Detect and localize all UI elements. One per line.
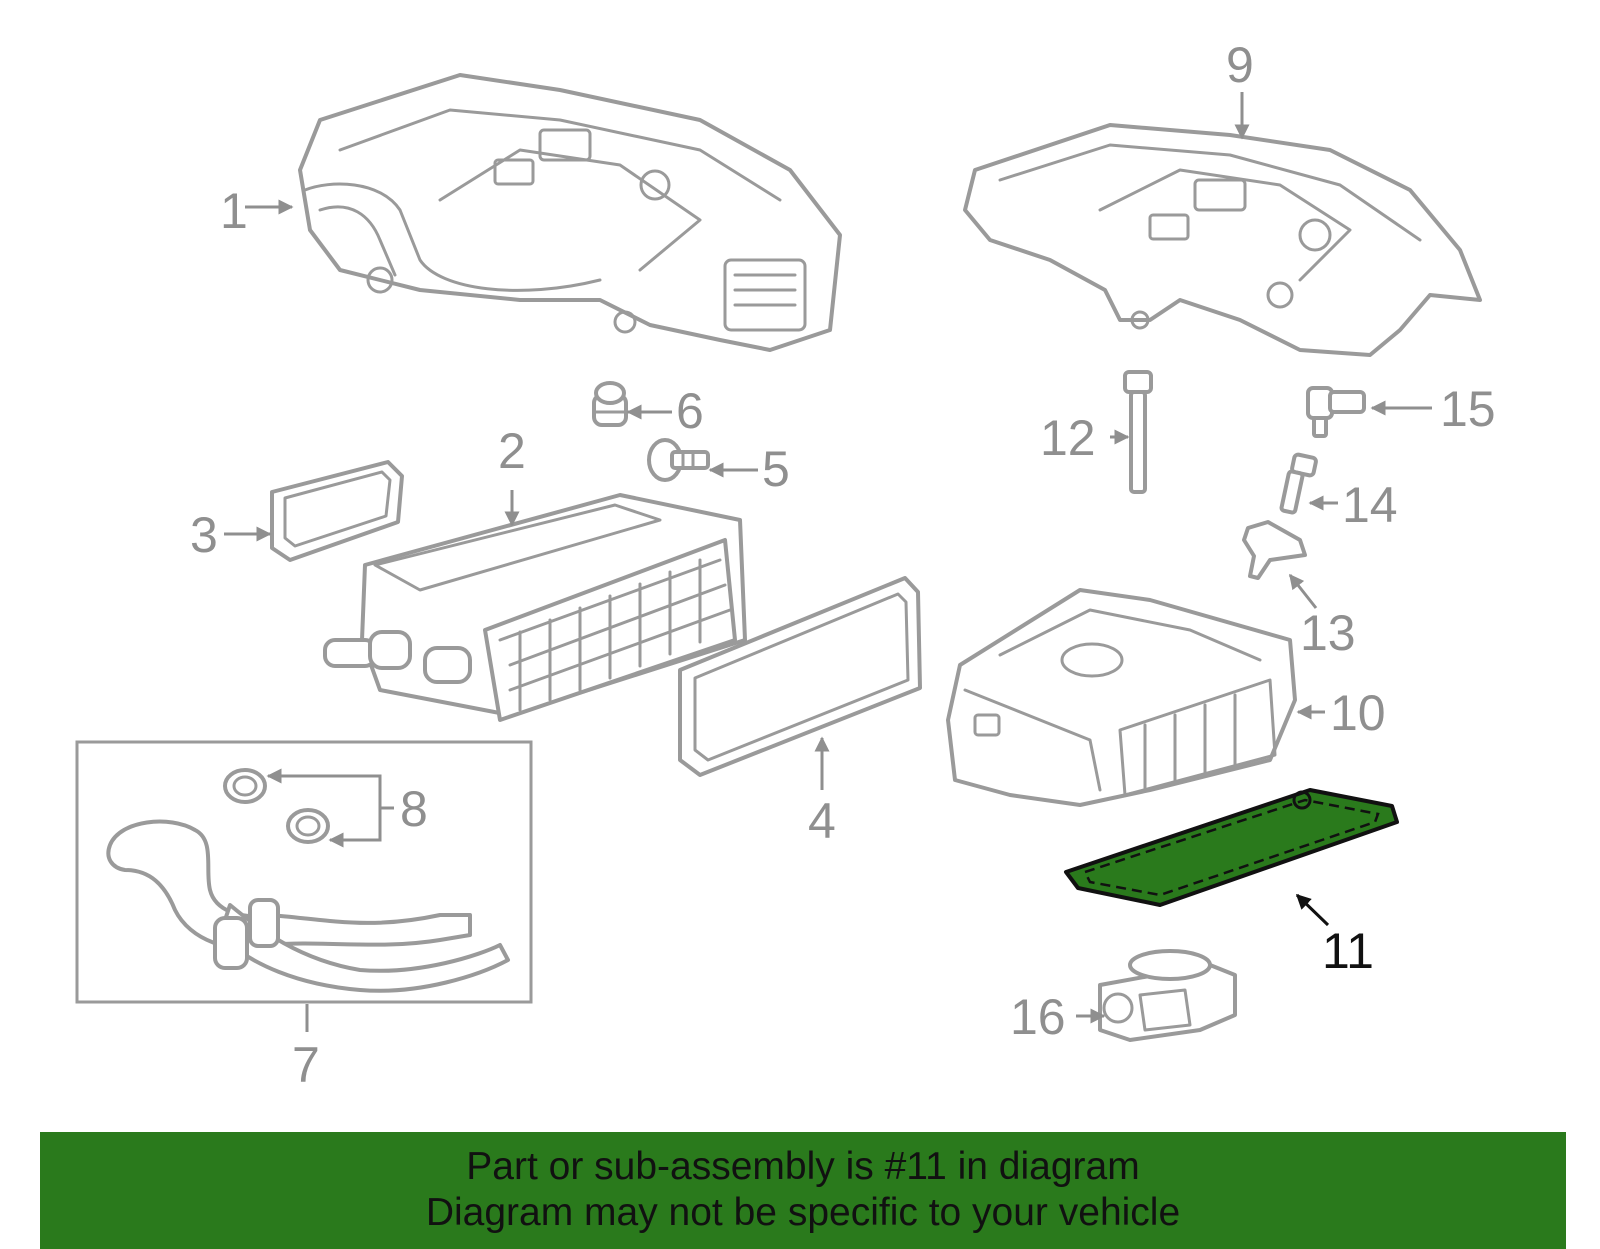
- callout-16: 16: [1010, 989, 1066, 1045]
- part-8-clamp-lower: [286, 808, 330, 844]
- callout-2: 2: [498, 423, 526, 479]
- part-3-gasket: [270, 460, 404, 562]
- callout-11: 11: [1322, 923, 1374, 979]
- callout-15: 15: [1440, 381, 1496, 437]
- callout-numbers: 1 2 3 4 5 6 7 8 9 10 11 12 13 14 15 16: [190, 37, 1496, 1093]
- part-15-sensor: [1306, 386, 1366, 438]
- callout-8: 8: [400, 781, 428, 837]
- part-12-long-bolt: [1123, 370, 1153, 494]
- part-13-bracket: [1242, 520, 1307, 580]
- part-8-clamp-upper: [223, 768, 267, 804]
- part-1-upper-intake-housing: [298, 73, 842, 352]
- part-7-hose-assembly-box: [75, 740, 533, 1004]
- callout-5: 5: [762, 441, 790, 497]
- part-10-lower-housing: [946, 588, 1297, 807]
- callout-1: 1: [220, 183, 248, 239]
- callout-3: 3: [190, 507, 218, 563]
- callout-6: 6: [676, 383, 704, 439]
- callout-13: 13: [1300, 605, 1356, 661]
- callout-10: 10: [1330, 685, 1386, 741]
- part-6-isolator: [592, 381, 628, 427]
- callout-9: 9: [1226, 37, 1254, 93]
- part-5-bolt: [647, 438, 710, 482]
- part-4-gasket: [678, 576, 922, 777]
- part-14-bolt: [1279, 452, 1318, 515]
- banner-line-2: Diagram may not be specific to your vehi…: [425, 1191, 1181, 1234]
- part-16-throttle-body: [1098, 949, 1237, 1042]
- banner-line-1: Part or sub-assembly is #11 in diagram: [466, 1145, 1140, 1188]
- part-9-engine-cover: [963, 123, 1482, 357]
- leader-lines: [224, 92, 1432, 1032]
- callout-7: 7: [292, 1037, 320, 1093]
- info-banner: Part or sub-assembly is #11 in diagram D…: [40, 1132, 1566, 1249]
- callout-4: 4: [808, 793, 836, 849]
- callout-14: 14: [1342, 477, 1398, 533]
- part-2-charge-air-cooler: [323, 493, 747, 722]
- part-11-gasket-highlighted: [1064, 788, 1399, 907]
- callout-12: 12: [1040, 410, 1096, 466]
